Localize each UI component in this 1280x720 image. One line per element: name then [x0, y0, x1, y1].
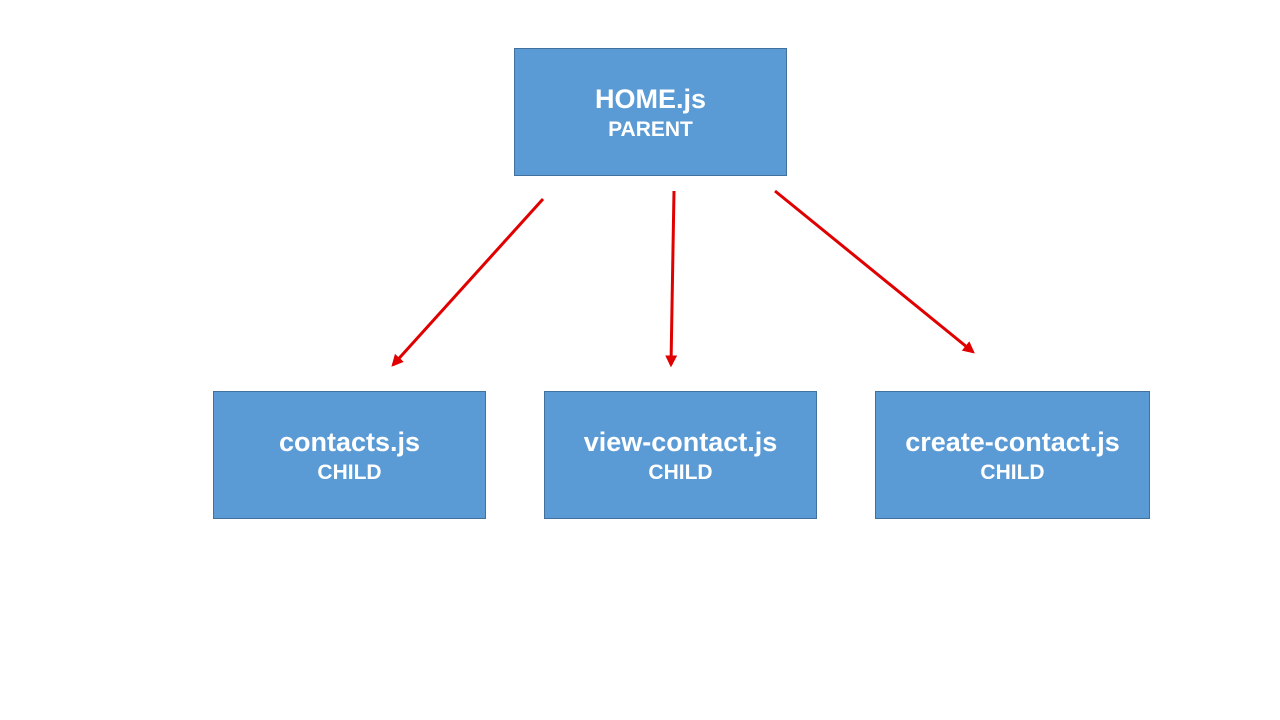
- child-node-name: view-contact.js: [583, 426, 778, 457]
- child-node-role: CHILD: [980, 460, 1045, 484]
- child-node-create-contact: create-contact.js CHILD: [875, 391, 1150, 519]
- edge-arrow-home-to-create-contact: [774, 189, 975, 354]
- edge-arrow-home-to-view-contact: [665, 190, 678, 368]
- child-node-role: CHILD: [648, 460, 713, 484]
- parent-node: HOME.js PARENT: [514, 48, 787, 176]
- child-node-role: CHILD: [317, 460, 382, 484]
- edge-arrow-home-to-contacts: [391, 197, 545, 367]
- child-node-name: contacts.js: [278, 426, 421, 457]
- parent-node-role: PARENT: [608, 117, 693, 141]
- child-node-name: create-contact.js: [905, 426, 1120, 457]
- child-node-view-contact: view-contact.js CHILD: [544, 391, 817, 519]
- parent-node-name: HOME.js: [594, 83, 707, 114]
- child-node-contacts: contacts.js CHILD: [213, 391, 486, 519]
